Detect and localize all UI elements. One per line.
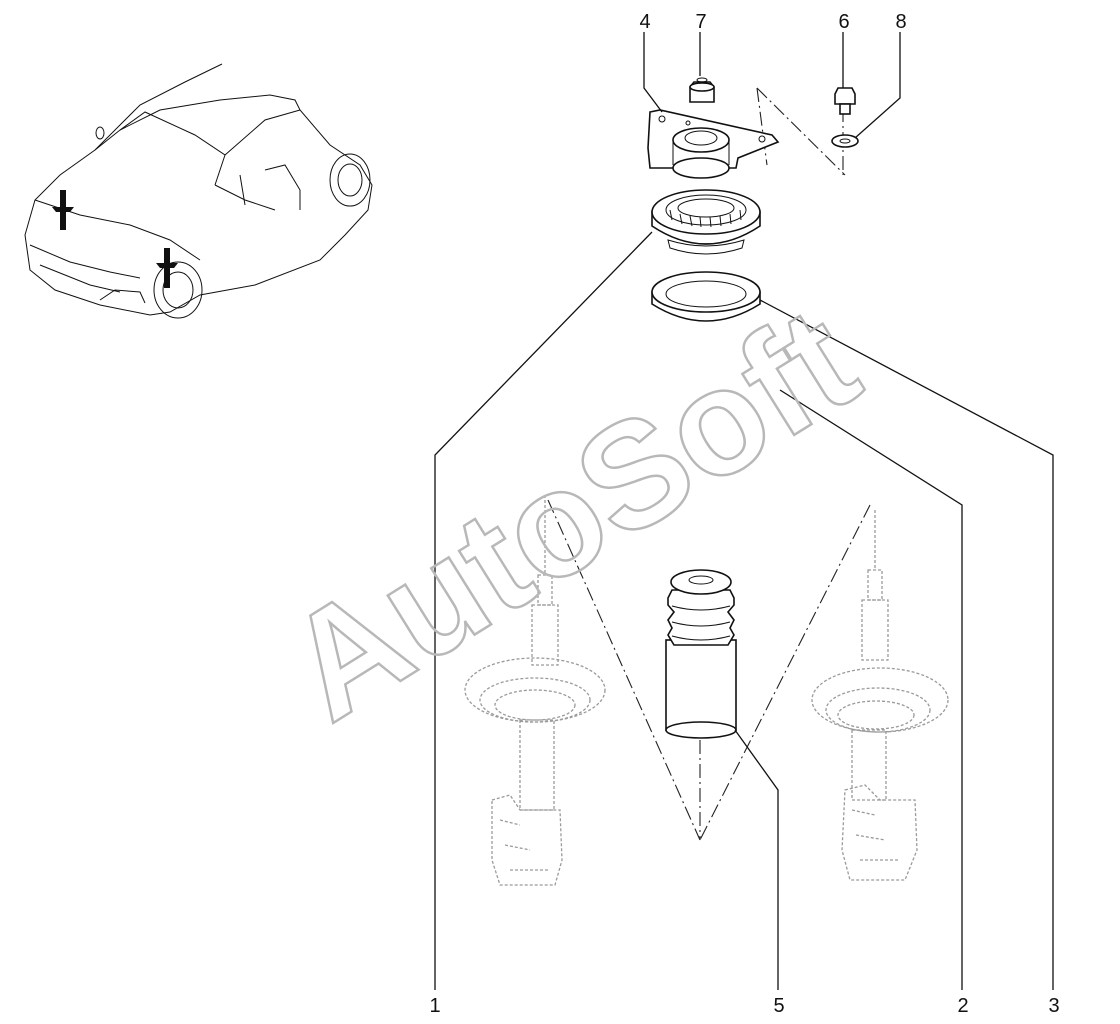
callout-7: 7 xyxy=(695,11,706,33)
watermark-text: AutoSoft xyxy=(258,274,884,752)
mounting-bolt xyxy=(834,87,856,115)
callout-4: 4 xyxy=(639,11,650,33)
left-strut-assembly-outline xyxy=(464,495,606,886)
car-overview-illustration xyxy=(24,63,373,319)
upper-spring-seat xyxy=(651,271,761,322)
strut-bearing xyxy=(651,189,761,255)
strut-top-mount xyxy=(647,109,780,179)
strut-nut xyxy=(689,77,715,103)
callout-leader-lines xyxy=(434,32,1054,990)
callout-6: 6 xyxy=(838,11,849,33)
callout-labels: 4 7 6 8 1 5 2 3 xyxy=(429,11,1059,1017)
washer xyxy=(831,134,859,148)
dust-boot-bump-stop xyxy=(665,569,737,739)
callout-3: 3 xyxy=(1048,995,1059,1017)
callout-5: 5 xyxy=(773,995,784,1017)
coil-spring xyxy=(613,340,769,552)
right-strut-assembly-outline xyxy=(811,510,949,881)
callout-2: 2 xyxy=(957,995,968,1017)
callout-8: 8 xyxy=(895,11,906,33)
callout-1: 1 xyxy=(429,995,440,1017)
